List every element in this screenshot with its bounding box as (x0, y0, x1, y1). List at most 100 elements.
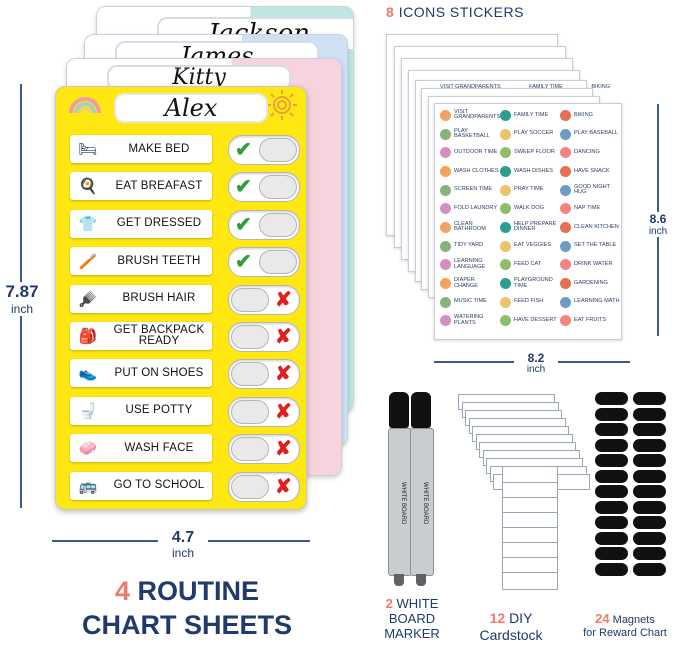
sticker-icon (440, 296, 451, 308)
toggle-knob[interactable] (231, 474, 269, 499)
task-toggle[interactable]: ✘ (228, 284, 300, 315)
toggle-knob[interactable] (231, 287, 269, 312)
toggle-knob[interactable] (259, 138, 297, 162)
wash-icon: 🧼 (78, 440, 98, 458)
toggle-knob[interactable] (231, 437, 269, 462)
sticker-icon (440, 221, 451, 233)
task-toggle[interactable]: ✔ (228, 172, 300, 203)
sticker-label: PLAY BASKETBALL (454, 127, 490, 140)
task-row: 👕GET DRESSED (70, 209, 212, 238)
sticker-icon (500, 203, 511, 215)
sticker-label: LEARNING MATH (574, 298, 620, 305)
sticker-icon (440, 109, 451, 121)
sticker-back-row: VISIT GRANDPARENTS FAMILY TIME BIKING (440, 84, 610, 90)
marker-label: WHITE BOARD (422, 482, 428, 525)
sticker-item: CLEAN KITCHEN (560, 218, 620, 237)
magnet-group (595, 392, 675, 582)
sticker-icon (500, 278, 511, 290)
magnet (633, 516, 666, 529)
sticker-icon (440, 240, 451, 252)
check-icon: ✔ (235, 251, 252, 274)
task-toggle[interactable]: ✘ (228, 471, 300, 502)
whiteboard-marker: WHITE BOARD (410, 392, 434, 588)
sticker-item: HAVE SNACK (560, 162, 620, 181)
sticker-item: PLAY BASKETBALL (440, 125, 500, 144)
caption-marker-line3: MARKER (384, 626, 440, 641)
toggle-knob[interactable] (231, 325, 269, 349)
hairbrush-icon: 🪮 (78, 290, 98, 308)
sticker-item: TIDY YARD (440, 237, 500, 256)
magnet (595, 531, 628, 545)
task-toggle[interactable]: ✔ (228, 247, 300, 278)
magnet (595, 407, 628, 421)
sticker-item: WASH DISHES (500, 162, 560, 181)
task-toggle[interactable]: ✘ (228, 359, 300, 390)
magnet (633, 485, 666, 498)
task-toggle[interactable]: ✘ (228, 396, 300, 427)
sticker-width-unit: inch (526, 364, 546, 375)
caption-marker-count: 2 (385, 596, 393, 611)
sticker-item: DRINK WATER (560, 256, 620, 275)
caption-magnets-line1: Magnets (612, 614, 655, 626)
magnet (595, 454, 628, 467)
caption-cardstock-line1: DIY (509, 610, 533, 626)
caption-magnets-line2: for Reward Chart (583, 627, 667, 639)
x-icon: ✘ (275, 288, 292, 311)
task-toggle[interactable]: ✘ (228, 322, 300, 352)
magnet (595, 423, 628, 436)
bus-icon: 🚌 (78, 477, 98, 495)
sticker-item: HELP PREPARE DINNER (500, 218, 560, 237)
task-toggle[interactable]: ✔ (228, 135, 300, 165)
toggle-knob[interactable] (231, 399, 269, 424)
sticker-label: PLAYGROUND TIME (514, 277, 553, 289)
sticker-label: PRAY TIME (514, 186, 544, 193)
caption-cardstock-line2: Cardstock (479, 627, 543, 643)
task-toggle[interactable]: ✘ (228, 434, 300, 465)
breakfast-icon: 🍳 (78, 178, 98, 196)
task-row: 🍳 EAT BREAFAST (70, 172, 212, 201)
magnet (595, 392, 628, 405)
sticker-icon (440, 147, 451, 159)
height-dimension: 7.87 inch (0, 282, 44, 316)
sticker-item: EAT FRUITS (560, 312, 620, 331)
task-toggle[interactable]: ✔ (228, 209, 300, 240)
task-row: 🎒GET BACKPACK READY (70, 322, 212, 350)
sticker-item: OUTDOOR TIME (440, 143, 500, 162)
bed-icon: 🛏 (78, 141, 98, 158)
toggle-knob[interactable] (259, 175, 297, 200)
sticker-back-label: BIKING (591, 84, 610, 90)
marker-label: WHITE BOARD (400, 482, 406, 525)
sticker-icon (560, 240, 571, 252)
toggle-knob[interactable] (231, 362, 269, 387)
sticker-label: EAT FRUITS (574, 317, 607, 324)
sticker-icon (500, 147, 511, 159)
task-row: 🛏MAKE BED (70, 135, 212, 163)
sticker-item: DANCING (560, 143, 620, 162)
sticker-label: PLAY BASEBALL (574, 130, 618, 137)
sticker-height-unit: inch (648, 226, 668, 237)
sticker-label: FAMILY TIME (514, 111, 549, 118)
toggle-knob[interactable] (259, 212, 297, 237)
sticker-item: NAP TIME (560, 199, 620, 218)
check-icon: ✔ (235, 139, 252, 161)
magnet (633, 407, 666, 421)
sticker-icon (440, 184, 451, 196)
headline-line2: CHART SHEETS (81, 610, 292, 640)
sticker-label: GARDENING (574, 279, 608, 286)
sticker-item: LEARNING LANGUAGE (440, 256, 500, 275)
stickers-title: 8 ICONS STICKERS (386, 4, 524, 20)
sticker-icon (560, 128, 571, 140)
sticker-item: VISIT GRANDPARENTS (440, 106, 500, 125)
height-value: 7.87 (5, 282, 39, 301)
sticker-label: DANCING (574, 148, 600, 155)
magnet (633, 423, 666, 436)
sticker-icon (440, 259, 451, 271)
task-label: EAT BREAFAST (115, 179, 203, 192)
toggle-knob[interactable] (259, 250, 297, 275)
sticker-item: SET THE TABLE (560, 237, 620, 256)
sticker-height-dimension: 8.6 inch (640, 212, 676, 237)
sticker-label: VISIT GRANDPARENTS (454, 108, 501, 121)
caption-magnets: 24 Magnets for Reward Chart (572, 612, 678, 640)
magnet (633, 469, 666, 483)
potty-icon: 🚽 (78, 402, 98, 420)
